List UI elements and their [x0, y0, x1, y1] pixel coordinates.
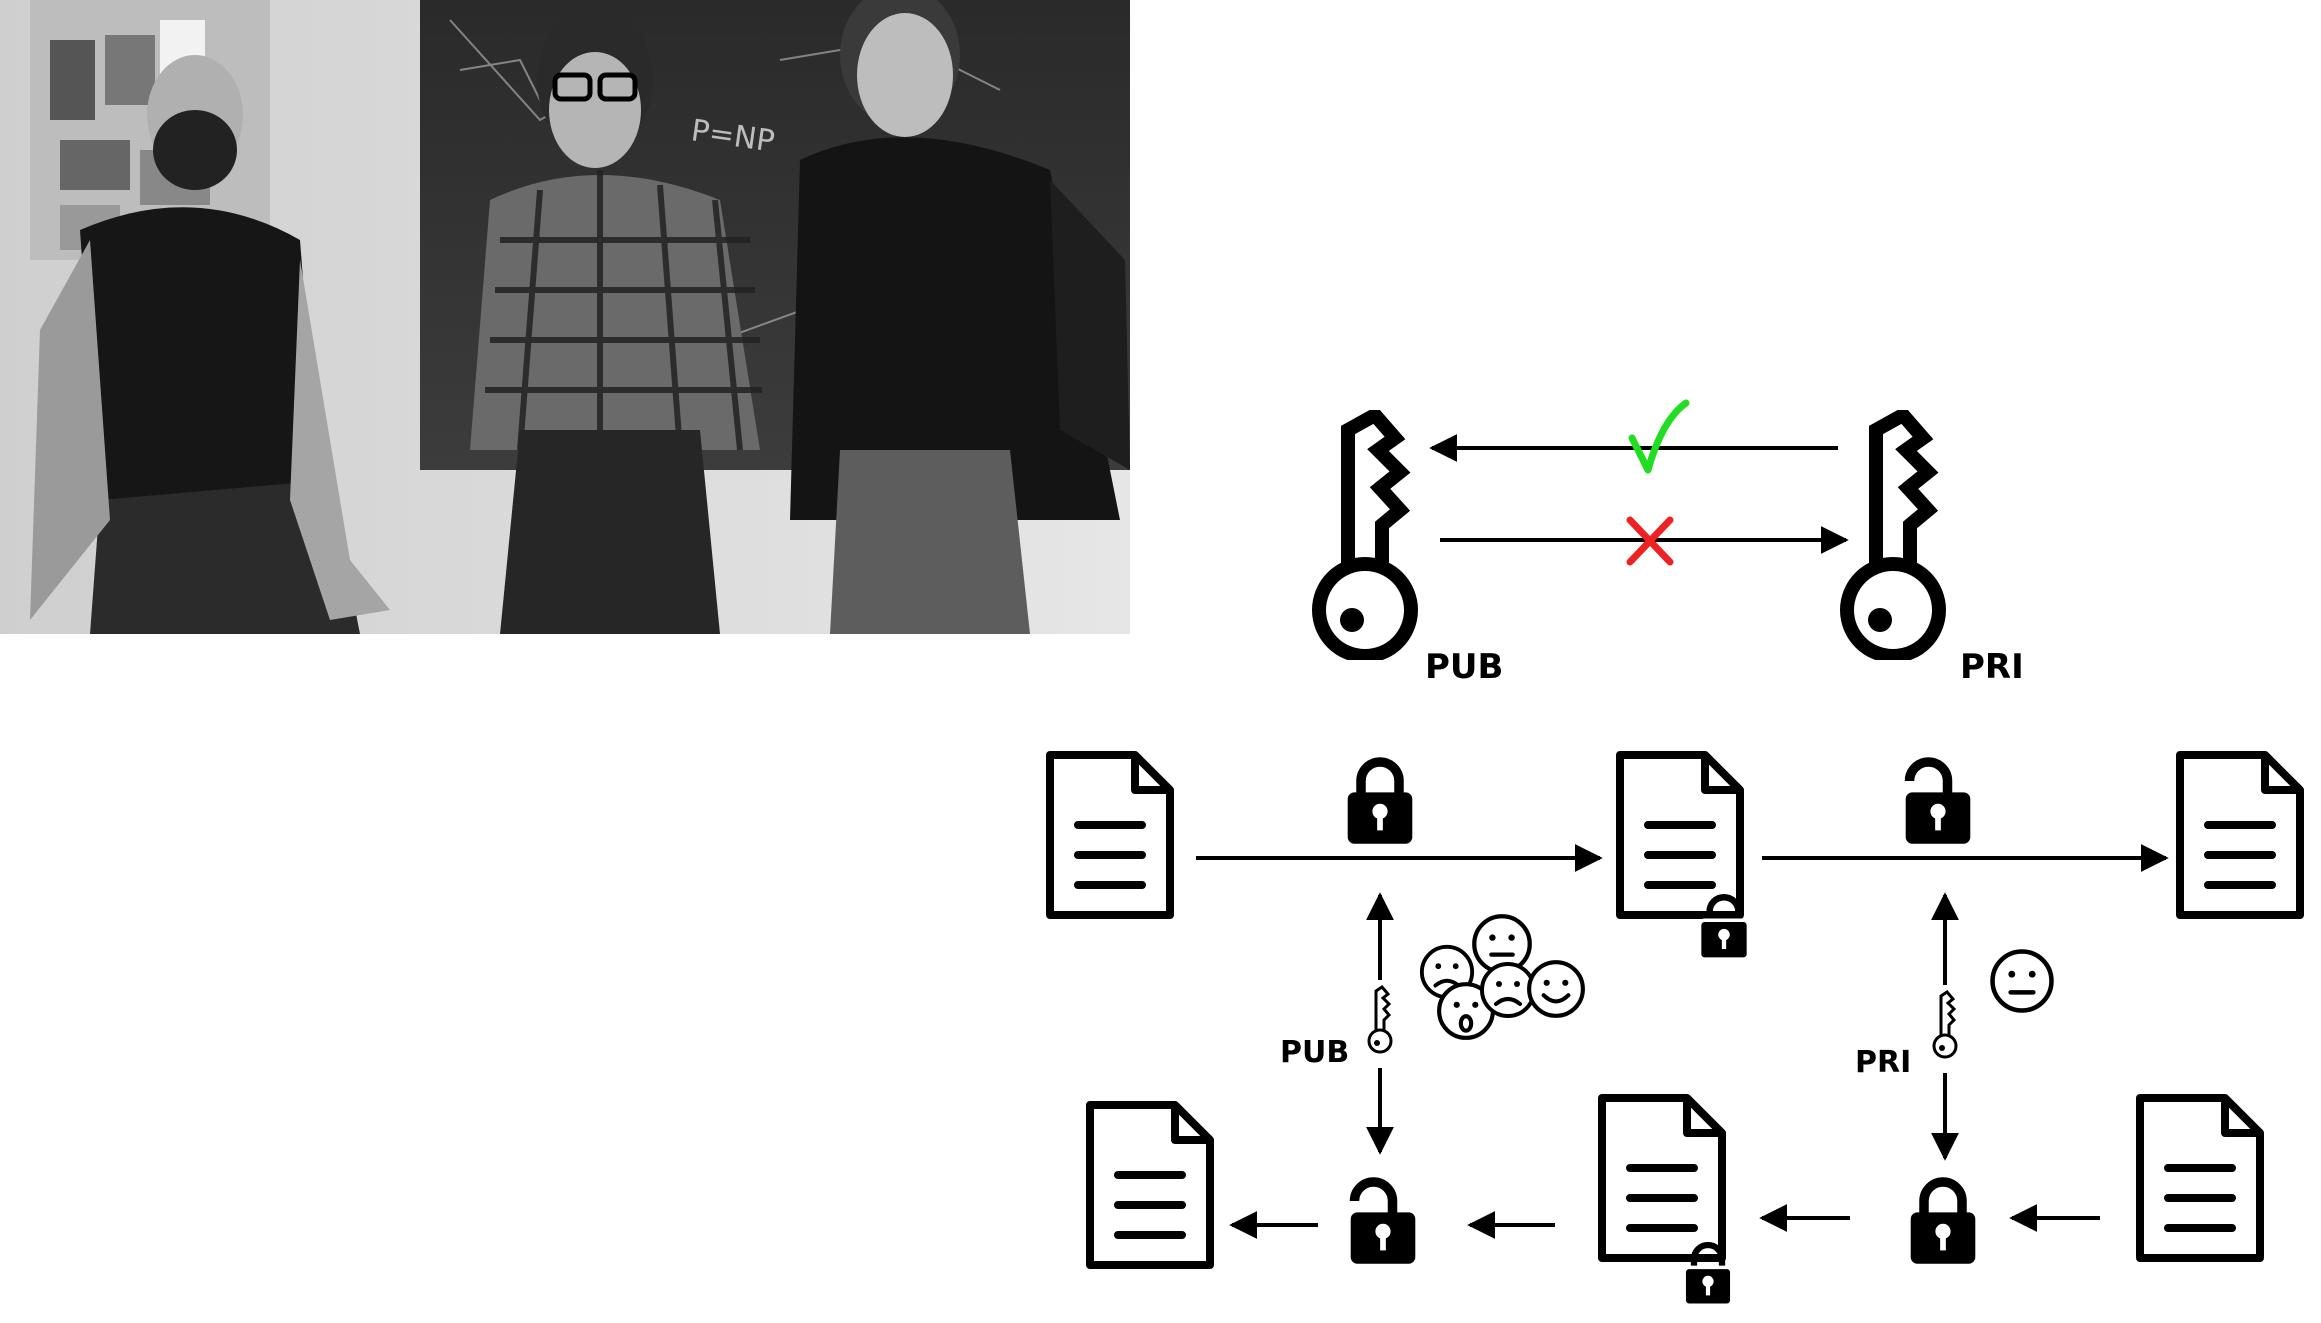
small-public-key-icon — [1367, 985, 1393, 1054]
signed-document-icon — [1602, 1098, 1722, 1258]
person-left — [30, 55, 390, 634]
padlock-open-icon — [1906, 762, 1971, 844]
private-key-icon — [1847, 415, 1939, 656]
historical-photo: P=NP — [0, 0, 1130, 634]
padlock-closed-icon — [1348, 762, 1413, 844]
public-key-icon — [1319, 415, 1411, 656]
private-key-label: PRI — [1960, 647, 2024, 687]
crowd-faces-icon — [1419, 916, 1583, 1038]
decrypt-key-label: PRI — [1855, 1045, 1911, 1080]
decrypted-document-icon — [2180, 755, 2300, 915]
verified-document-icon — [1090, 1105, 1210, 1265]
check-icon — [1628, 399, 1690, 474]
encrypted-document-icon — [1620, 755, 1740, 915]
source-document-icon — [2140, 1098, 2260, 1258]
padlock-closed-bottom-icon — [1911, 1182, 1976, 1264]
encrypt-key-label: PUB — [1280, 1035, 1349, 1070]
cross-icon — [1626, 516, 1674, 566]
small-private-key-icon — [1932, 990, 1958, 1059]
public-key-label: PUB — [1425, 647, 1503, 687]
padlock-open-bottom-icon — [1351, 1182, 1416, 1264]
neutral-face-icon — [1993, 952, 2052, 1011]
person-right — [790, 0, 1130, 634]
plaintext-document-icon — [1050, 755, 1170, 915]
person-middle — [470, 8, 762, 634]
